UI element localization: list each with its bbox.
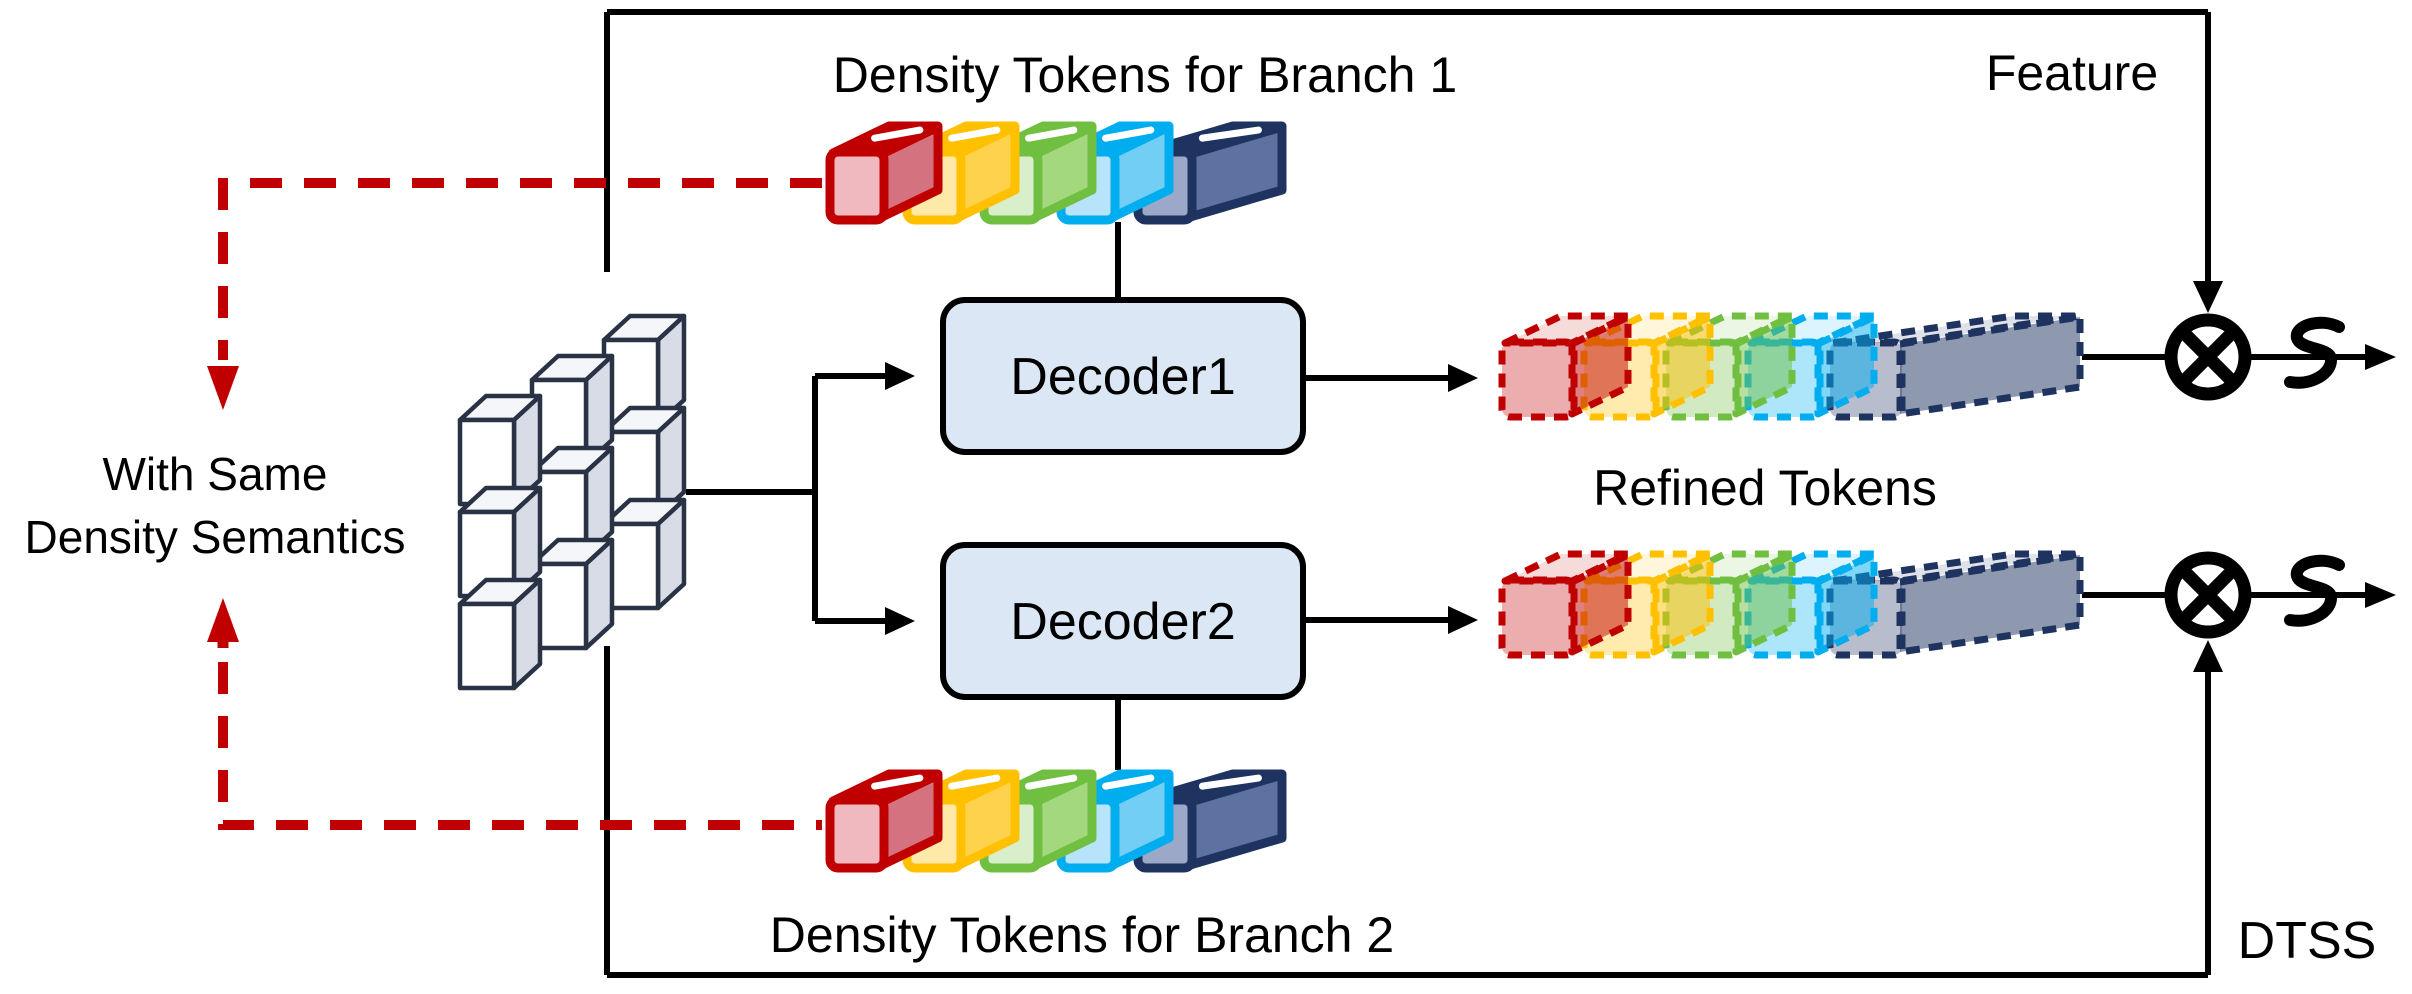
red-arrowhead-up-icon — [207, 598, 239, 642]
fork-lines — [686, 373, 885, 624]
cube-stack — [457, 313, 687, 691]
arrowhead-right-icon — [1448, 364, 1478, 392]
dtss-label: DTSS — [2238, 912, 2377, 970]
feature-label: Feature — [1986, 45, 2158, 101]
arrowhead-down-icon — [2193, 281, 2223, 313]
decoder1-box — [940, 297, 1306, 455]
red-arrowhead-down-icon — [207, 366, 239, 410]
decoder2-label: Decoder2 — [1010, 593, 1235, 651]
arrowhead-right-icon — [2365, 582, 2396, 608]
refined-token-row-1 — [1498, 312, 2084, 421]
squiggle-icon — [2284, 554, 2345, 627]
token-row-branch2 — [825, 769, 1287, 873]
arrowhead-right-icon — [1448, 606, 1478, 634]
refined-tokens-label: Refined Tokens — [1593, 460, 1937, 516]
outer-loop-lines — [604, 9, 2208, 978]
semantic-link-top — [207, 178, 822, 410]
arrowhead-right-icon — [2365, 344, 2396, 370]
branch1-tokens-label: Density Tokens for Branch 1 — [833, 47, 1457, 103]
feature-cube — [457, 577, 543, 691]
red-refined-token — [1498, 550, 1632, 659]
red-density-token — [825, 121, 943, 225]
dtss-return-arrow — [2193, 640, 2223, 975]
feature-cube — [601, 497, 687, 611]
semantic-link-bottom-dashes — [218, 662, 822, 830]
decoder-output-arrows — [1305, 364, 1478, 634]
red-refined-token — [1498, 312, 1632, 421]
navy-density-token — [1133, 121, 1287, 225]
branch2-tokens-label: Density Tokens for Branch 2 — [770, 907, 1394, 963]
feature-cube — [457, 393, 543, 507]
refined-token-row-2 — [1498, 550, 2084, 659]
refined-output-lines — [2082, 354, 2365, 598]
same-semantics-label-line1: With Same — [103, 448, 328, 500]
decoder2-box — [940, 542, 1306, 700]
feature-cube — [529, 537, 615, 651]
same-semantics-label-line2: Density Semantics — [25, 511, 406, 563]
arrowhead-up-icon — [2193, 640, 2223, 672]
multiply-icon — [2164, 313, 2252, 401]
squiggle-icon — [2284, 316, 2345, 389]
arrowhead-right-icon — [885, 362, 915, 390]
multiply-icon — [2164, 551, 2252, 639]
feature-cube — [457, 485, 543, 599]
decoder1-label: Decoder1 — [1010, 348, 1235, 406]
red-density-token — [825, 769, 943, 873]
semantic-link-bottom — [207, 598, 822, 830]
token-row-branch1 — [825, 121, 1287, 225]
feature-arrow — [2193, 12, 2223, 313]
arrowhead-right-icon — [885, 607, 915, 635]
